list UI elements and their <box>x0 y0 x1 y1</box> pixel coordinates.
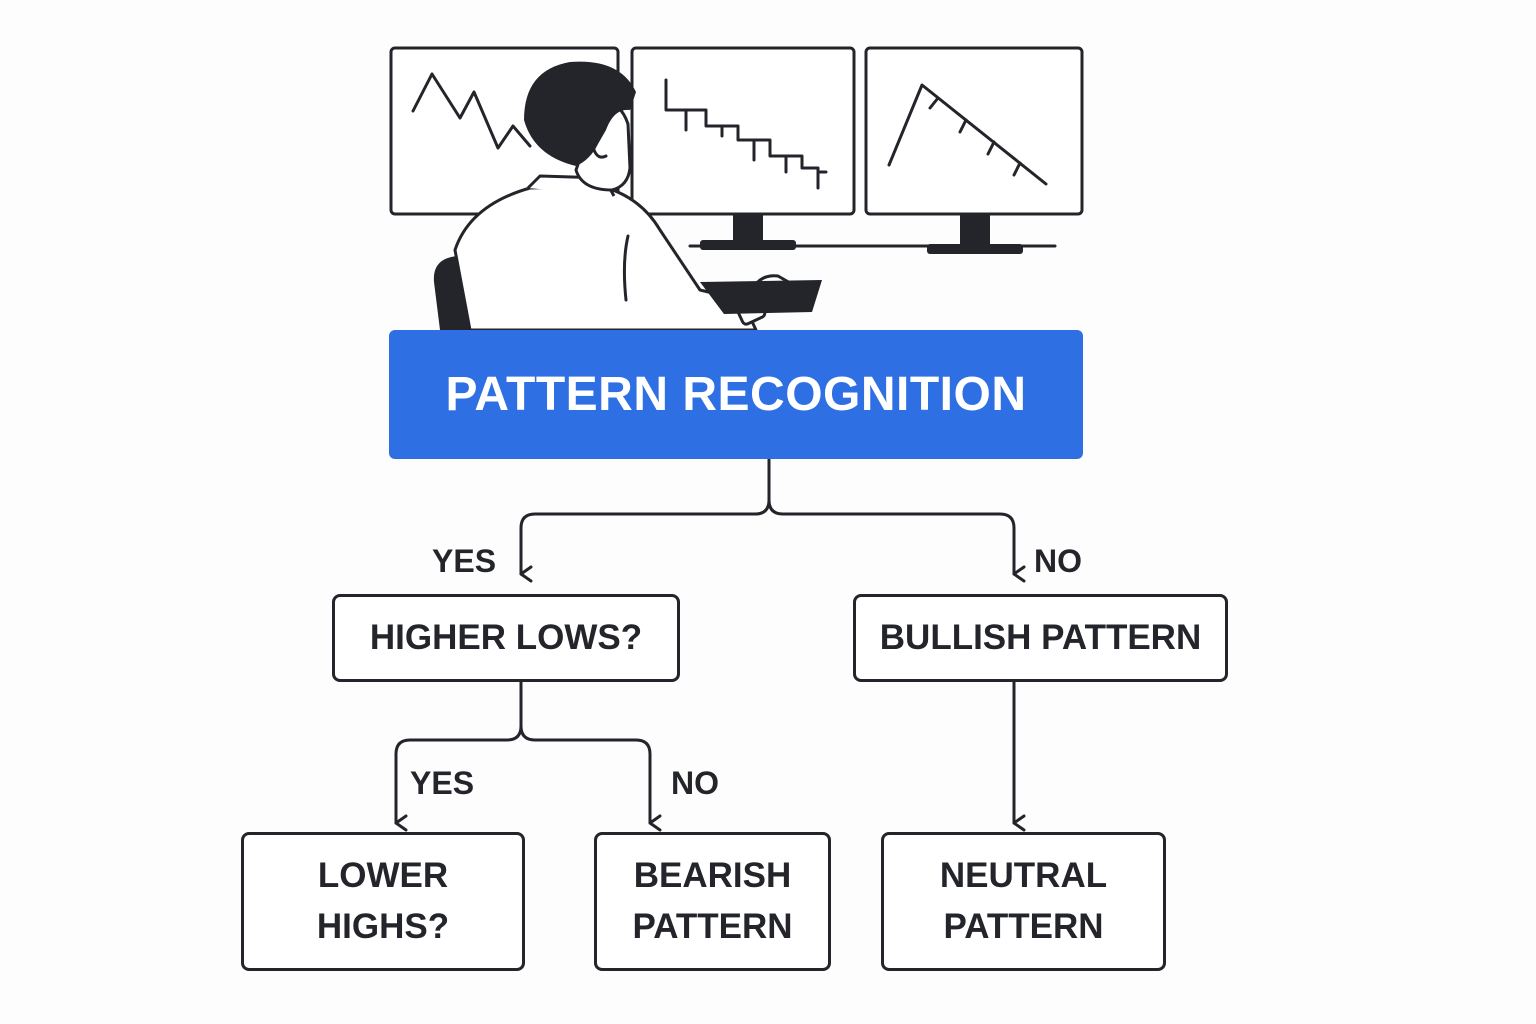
edge-label-no: NO <box>671 765 719 801</box>
node-label-line2: PATTERN <box>632 906 793 946</box>
node-label-line1: LOWER <box>317 855 449 895</box>
node-lower-highs: LOWER HIGHS? <box>241 832 525 971</box>
node-label-line1: NEUTRAL <box>939 855 1108 895</box>
pattern-recognition-title: PATTERN RECOGNITION <box>389 330 1083 459</box>
monitor-icon <box>630 46 856 250</box>
title-text: PATTERN RECOGNITION <box>445 368 1027 421</box>
monitor-icon <box>864 46 1084 254</box>
node-label: HIGHER LOWS? <box>369 617 643 657</box>
edge-label-yes: YES <box>432 543 497 579</box>
node-bearish-pattern: BEARISH PATTERN <box>594 832 831 971</box>
node-label-line2: HIGHS? <box>316 906 450 946</box>
keyboard-icon <box>700 280 822 314</box>
node-higher-lows: HIGHER LOWS? <box>332 594 680 682</box>
node-label-line2: PATTERN <box>943 906 1104 946</box>
node-label-line1: BEARISH <box>633 855 792 895</box>
connectors <box>394 457 1026 832</box>
node-label: BULLISH PATTERN <box>879 617 1202 657</box>
node-bullish-pattern: BULLISH PATTERN <box>853 594 1228 682</box>
person-icon <box>453 61 795 332</box>
edge-label-no: NO <box>1034 543 1082 579</box>
edge-label-yes: YES <box>410 765 475 801</box>
node-neutral-pattern: NEUTRAL PATTERN <box>881 832 1166 971</box>
